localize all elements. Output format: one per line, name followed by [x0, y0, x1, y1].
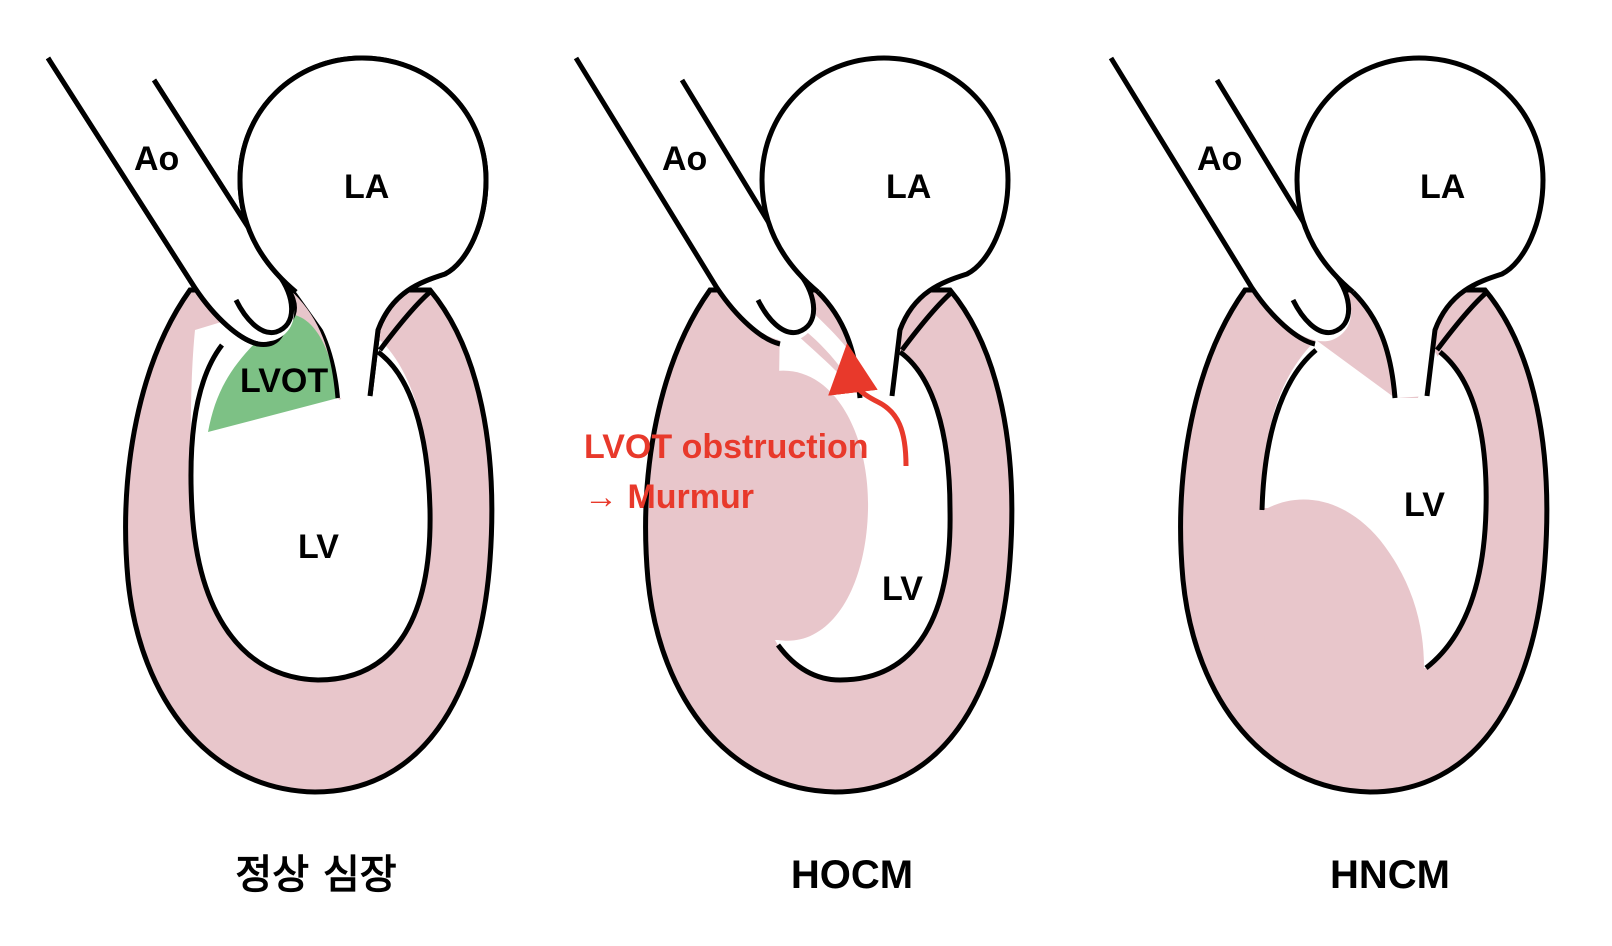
curved-red-arrow-icon — [828, 343, 909, 467]
lv-cavity-edge-left — [188, 343, 433, 683]
left-atrium-outline — [759, 55, 1011, 397]
label-la: LA — [344, 168, 389, 206]
label-lv: LV — [1404, 486, 1445, 524]
aorta-wall-left — [45, 56, 259, 347]
left-atrium-outline — [237, 55, 489, 397]
label-la: LA — [1420, 168, 1465, 206]
aorta-fill — [1111, 58, 1352, 342]
annotation-murmur: → Murmur — [584, 478, 754, 516]
caption-hocm: HOCM — [791, 853, 913, 897]
mitral-leaflet — [1435, 290, 1489, 352]
apical-hypertrophy[interactable] — [1264, 499, 1424, 668]
caption-hncm: HNCM — [1330, 853, 1450, 897]
aorta-wall-left — [1108, 56, 1316, 347]
panel-normal: Ao LA LVOT LV 정상 심장 — [45, 55, 495, 898]
lv-cavity-edge — [1424, 350, 1489, 670]
aorta-wall-right — [1214, 78, 1351, 336]
lvot-region[interactable] — [208, 314, 338, 432]
aorta-wall-left — [573, 56, 781, 347]
annotation-lvot-obstruction: LVOT obstruction — [584, 428, 869, 466]
lv-cavity-upper — [1262, 350, 1487, 668]
left-atrium-fill — [1297, 58, 1543, 398]
left-atrium-outline — [1294, 55, 1546, 397]
left-atrium-fill — [762, 58, 1008, 398]
panel-hncm: Ao LA LV HNCM — [1108, 55, 1550, 897]
caption-normal-heart: 정상 심장 — [235, 852, 396, 898]
lvot-wall — [1351, 290, 1398, 399]
mitral-leaflet — [900, 290, 954, 352]
label-ao: Ao — [662, 140, 707, 178]
label-ao: Ao — [1197, 140, 1242, 178]
label-lv: LV — [298, 528, 339, 566]
label-ao: Ao — [134, 140, 179, 178]
aorta-wall-right — [679, 78, 816, 336]
label-lv: LV — [882, 570, 923, 608]
aorta-fill — [48, 58, 295, 342]
lv-cavity-edge — [775, 349, 953, 683]
aorta-fill — [576, 58, 817, 342]
septal-hypertrophy[interactable] — [700, 370, 869, 641]
aorta-wall-right — [151, 78, 294, 336]
panel-hocm: Ao LA LV LVOT obstruction → Murmur HOCM — [573, 55, 1015, 897]
mitral-leaflet — [378, 290, 432, 352]
label-lvot: LVOT — [240, 362, 328, 400]
label-la: LA — [886, 168, 931, 206]
left-atrium-fill — [240, 58, 486, 398]
lv-cavity-edge-left — [1259, 348, 1318, 511]
